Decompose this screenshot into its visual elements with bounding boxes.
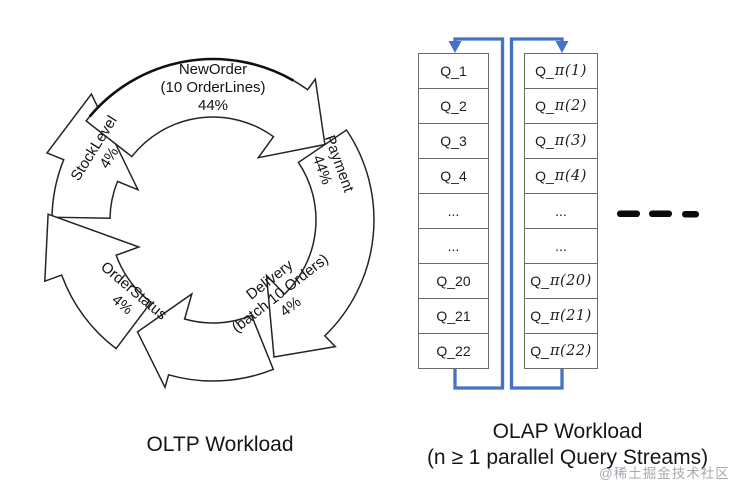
olap-caption-line1: OLAP Workload: [492, 420, 643, 443]
query-box-prefix: Q_: [530, 343, 549, 359]
query-box: ...: [525, 229, 597, 264]
query-box: ...: [419, 229, 488, 264]
stream2-loop-line: [509, 37, 564, 390]
stream1-loop-arrowhead-icon: [448, 41, 462, 53]
stream2-loop-arrowhead-icon: [555, 41, 569, 53]
query-box: Q_1: [419, 54, 488, 89]
query-box-permutation: π(2): [554, 98, 587, 114]
query-box-prefix: Q_: [530, 273, 549, 289]
oltp-outer-arc-accent: [88, 57, 295, 118]
query-box: Q_π(22): [525, 334, 597, 368]
oltp-arrow-delivery: [136, 292, 275, 390]
stream1-loop-line: [453, 37, 505, 390]
query-box: ...: [525, 194, 597, 229]
query-box: Q_2: [419, 89, 488, 124]
watermark: @稀土掘金技术社区: [599, 466, 730, 481]
olap-caption-line2: (n ≥ 1 parallel Query Streams): [426, 446, 709, 469]
query-box-permutation: π(1): [554, 63, 587, 79]
query-box-prefix: Q_: [530, 308, 549, 324]
more-streams-dash: [617, 210, 640, 217]
query-box: Q_3: [419, 124, 488, 159]
query-box: Q_π(3): [525, 124, 597, 159]
query-box: Q_4: [419, 159, 488, 194]
oltp-caption: OLTP Workload: [146, 433, 294, 456]
query-box-permutation: π(21): [549, 308, 592, 324]
query-box-prefix: Q_: [535, 63, 554, 79]
query-box: Q_21: [419, 299, 488, 334]
query-box: Q_π(21): [525, 299, 597, 334]
query-box: ...: [419, 194, 488, 229]
query-box-prefix: Q_: [535, 168, 554, 184]
query-box: Q_π(20): [525, 264, 597, 299]
stream2-loop: [509, 37, 569, 390]
oltp-label-neworder: NewOrder(10 OrderLines)44%: [160, 61, 265, 114]
query-box: Q_π(4): [525, 159, 597, 194]
query-box: Q_22: [419, 334, 488, 368]
query-box: Q_π(1): [525, 54, 597, 89]
stream-loop-arrows: [448, 37, 569, 390]
stream1-loop: [448, 37, 505, 390]
oltp-arrow-orderstatus: [43, 213, 153, 350]
oltp-arrow-stocklevel: [45, 92, 140, 219]
query-stream-2: Q_π(1)Q_π(2)Q_π(3)Q_π(4)......Q_π(20)Q_π…: [524, 53, 598, 369]
query-box-prefix: Q_: [535, 133, 554, 149]
more-streams-ellipsis-icon: [617, 210, 699, 218]
query-box-permutation: π(20): [549, 273, 592, 289]
more-streams-dash: [682, 211, 699, 218]
query-box-prefix: Q_: [535, 98, 554, 114]
oltp-arrow-payment: [265, 128, 375, 358]
query-box-permutation: π(4): [554, 168, 587, 184]
oltp-cycle: [43, 57, 375, 390]
olap-caption: OLAP Workload (n ≥ 1 parallel Query Stre…: [395, 419, 740, 471]
query-box-permutation: π(22): [549, 343, 592, 359]
more-streams-dash: [649, 210, 672, 217]
query-box: Q_π(2): [525, 89, 597, 124]
query-box: Q_20: [419, 264, 488, 299]
query-box-permutation: π(3): [554, 133, 587, 149]
